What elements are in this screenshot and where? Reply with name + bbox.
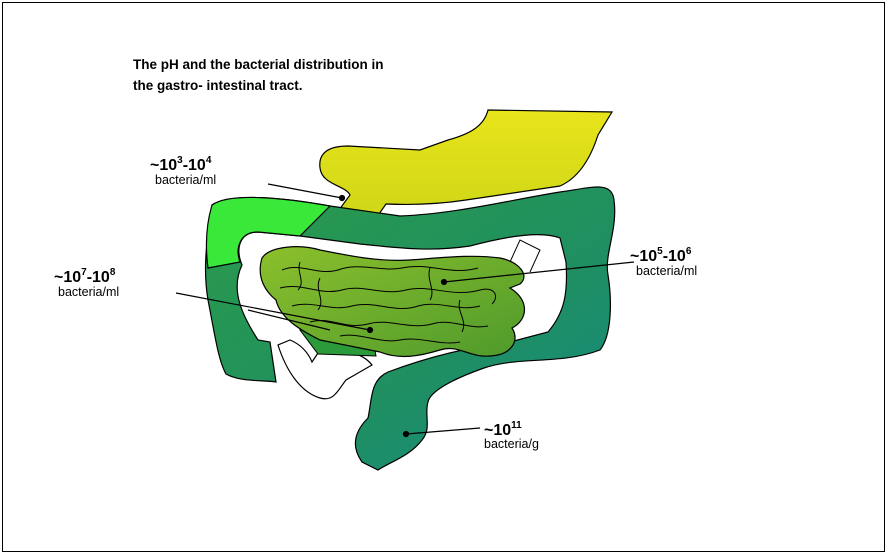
stomach-unit-label: bacteria/ml xyxy=(155,173,216,187)
ileum-pointer-dot-1 xyxy=(368,328,373,333)
ileum-count-label: ~107-108 xyxy=(54,264,115,287)
colon-unit-label: bacteria/g xyxy=(484,437,539,451)
stomach-pointer xyxy=(268,184,342,198)
jejunum-pointer-dot xyxy=(442,280,447,285)
jejunum-unit-label: bacteria/ml xyxy=(636,264,697,278)
jejunum-count-label: ~105-106 xyxy=(630,243,691,266)
colon-pointer-dot xyxy=(404,432,409,437)
stomach-pointer-dot xyxy=(340,196,345,201)
stomach-count-label: ~103-104 xyxy=(150,152,211,175)
ileum-unit-label: bacteria/ml xyxy=(58,285,119,299)
